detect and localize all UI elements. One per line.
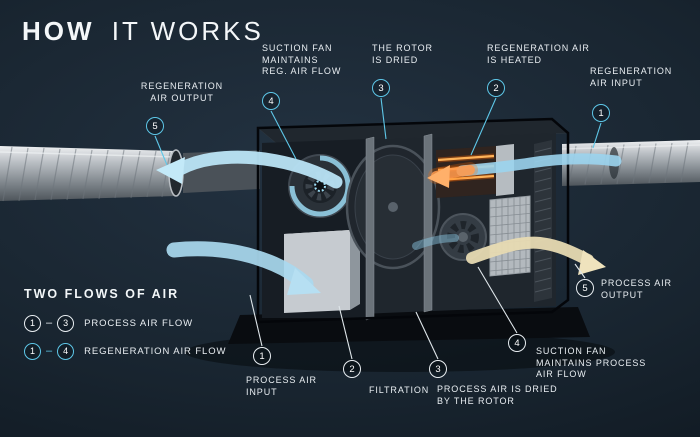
title-rest: IT WORKS <box>111 16 264 46</box>
process-out-ribbon <box>466 236 606 275</box>
legend-num-regeneration-from: 1 <box>24 342 41 360</box>
machine-base <box>228 307 590 344</box>
rotor <box>345 144 441 270</box>
side-grille <box>534 140 552 302</box>
filter-panel <box>489 195 531 277</box>
callout-label-process-fan: SUCTION FAN MAINTAINS PROCESS AIR FLOW <box>536 346 647 379</box>
machine-left-chamber <box>262 139 370 318</box>
regeneration-fan <box>288 154 352 218</box>
left-duct <box>0 146 260 202</box>
regeneration-in-ribbon <box>427 153 622 188</box>
callout-num-regeneration-1: 1 <box>592 104 610 122</box>
legend-dash: – <box>46 345 53 357</box>
heater <box>436 144 514 198</box>
callout-num-regeneration-5: 5 <box>146 117 164 135</box>
callout-num-process-2: 2 <box>343 360 361 378</box>
machine-body <box>256 117 570 324</box>
callout-label-process-output: PROCESS AIR OUTPUT <box>601 278 672 300</box>
callout-num-regeneration-4: 4 <box>262 92 280 110</box>
callout-label-rotor-dried: THE ROTOR IS DRIED <box>372 43 433 65</box>
regeneration-out-ribbon <box>156 150 343 189</box>
callout-num-process-1: 1 <box>253 347 271 365</box>
callout-label-process-input: PROCESS AIR INPUT <box>246 375 317 397</box>
legend-num-process-from: 1 <box>24 314 41 332</box>
title-bold: HOW <box>22 16 95 46</box>
left-duct-mouth <box>168 149 184 197</box>
legend-label-process-flow: PROCESS AIR FLOW <box>84 317 194 329</box>
regeneration-leader-lines <box>154 97 602 166</box>
process-leader-lines <box>249 263 586 360</box>
legend-label-regeneration-flow: REGENERATION AIR FLOW <box>84 345 227 357</box>
frame-strip-right <box>423 133 433 313</box>
callout-label-regeneration-input: REGENERATION AIR INPUT <box>590 66 673 88</box>
machine-frame <box>256 117 570 324</box>
callout-label-process-dried: PROCESS AIR IS DRIED BY THE ROTOR <box>437 384 558 406</box>
legend-num-regeneration-to: 4 <box>57 342 75 360</box>
machine-interior-wall <box>262 133 556 318</box>
callout-label-regeneration-fan: SUCTION FAN MAINTAINS REG. AIR FLOW <box>262 43 342 76</box>
process-fan <box>439 213 487 261</box>
rotor-flow-ribbon <box>412 234 459 250</box>
callout-num-process-3: 3 <box>429 360 447 378</box>
legend-row-process-flow: 1 – 3 PROCESS AIR FLOW <box>24 314 226 332</box>
callout-label-filtration: FILTRATION <box>369 385 430 395</box>
callout-label-regeneration-output: REGENERATION AIR OUTPUT <box>140 81 224 103</box>
legend-num-process-to: 3 <box>57 314 75 332</box>
callout-num-regeneration-3: 3 <box>372 79 390 97</box>
legend: TWO FLOWS OF AIR 1 – 3 PROCESS AIR FLOW … <box>24 287 226 370</box>
frame-strip-left <box>365 136 375 321</box>
legend-dash: – <box>46 317 53 329</box>
filter-cabinet <box>284 230 360 313</box>
legend-row-regeneration-flow: 1 – 4 REGENERATION AIR FLOW <box>24 342 226 360</box>
callout-num-regeneration-2: 2 <box>487 79 505 97</box>
callout-label-air-heated: REGENERATION AIR IS HEATED <box>487 43 590 65</box>
page-title: HOW IT WORKS <box>22 16 264 47</box>
callout-num-process-4: 4 <box>508 334 526 352</box>
machine-top-face <box>257 118 569 144</box>
callout-num-process-5: 5 <box>576 279 594 297</box>
right-duct <box>561 140 700 186</box>
legend-title: TWO FLOWS OF AIR <box>24 287 180 301</box>
air-ribbons <box>156 150 622 295</box>
